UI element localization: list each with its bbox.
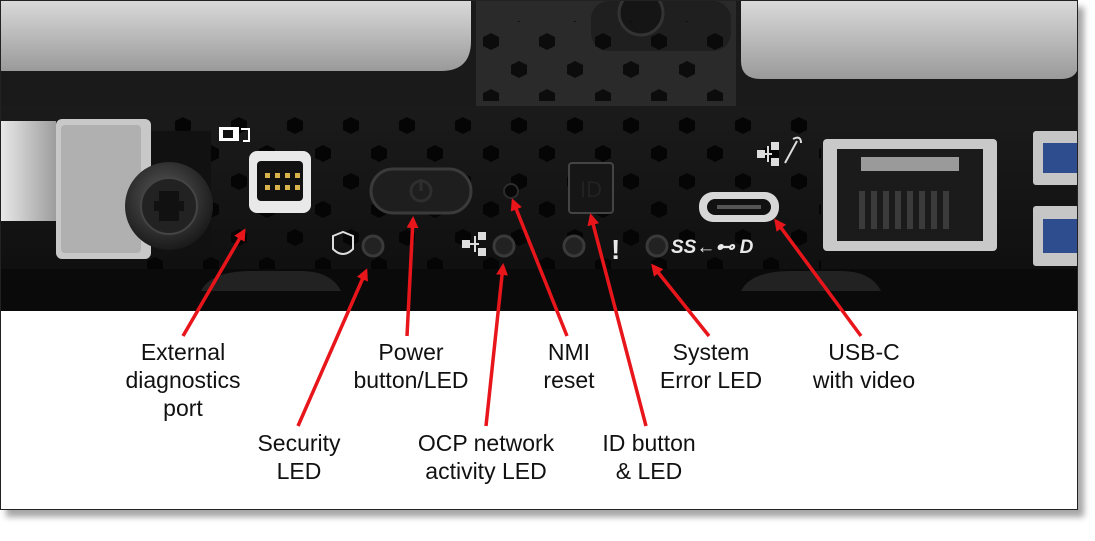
image-frame: ID ! SS←⊷ D — [0, 0, 1078, 510]
system-error-marking: ! — [611, 234, 620, 265]
callout-system-error-led: System Error LED — [659, 339, 763, 393]
callout-ocp-network-activity-led: OCP network activity LED — [417, 430, 555, 484]
callout-power-button-led: Power button/LED — [353, 339, 469, 393]
callout-usb-c-with-video: USB-C with video — [812, 339, 916, 393]
callout-security-led: Security LED — [257, 430, 341, 484]
id-button-marking: ID — [580, 177, 602, 202]
callout-external-diagnostics-port: External diagnostics port — [125, 339, 241, 421]
usb-c-marking: SS←⊷ D — [671, 237, 754, 258]
callout-id-button-led: ID button & LED — [602, 430, 696, 484]
callout-nmi-reset: NMI reset — [543, 339, 595, 393]
